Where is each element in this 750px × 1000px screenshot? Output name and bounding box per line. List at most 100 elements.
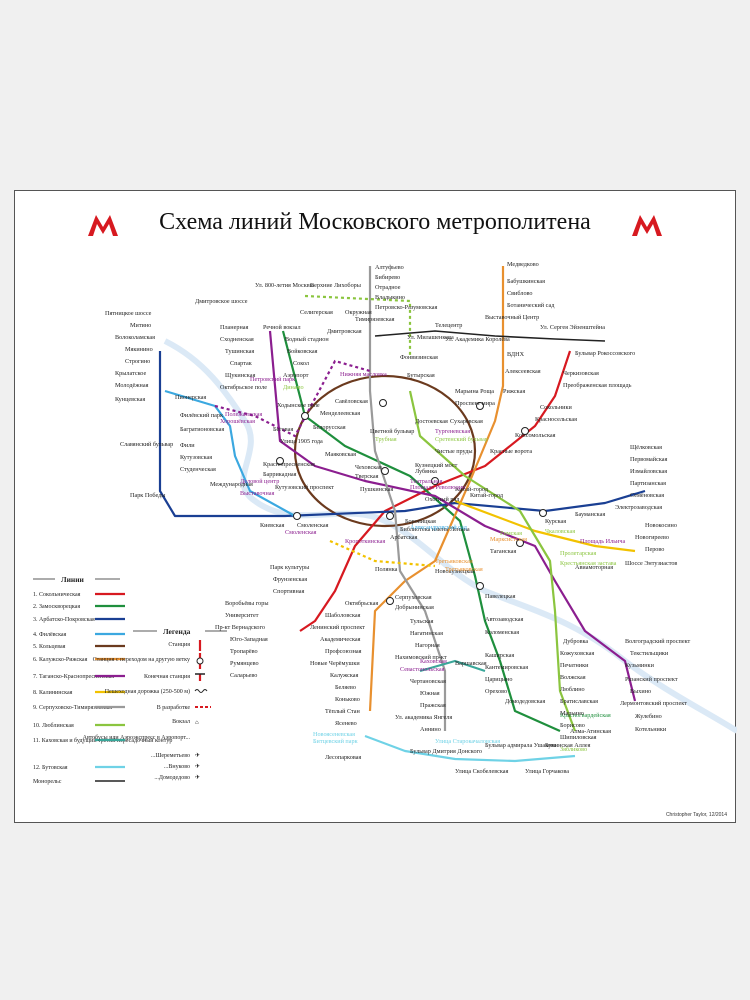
station-label: Александровский сад — [410, 524, 468, 531]
station-label: Марьина Роща — [455, 388, 494, 395]
station-label: Третьяковская — [445, 566, 483, 573]
station-label: Университет — [225, 612, 259, 619]
station-label: Зябликово — [560, 746, 587, 753]
station-label: Петровско-Разумовская — [375, 304, 437, 311]
station-label: Арбатская — [390, 534, 417, 541]
station-label: Румянцево — [230, 660, 259, 667]
station-label: Борисово — [560, 722, 585, 729]
station-label: Кутузовский проспект — [275, 484, 334, 491]
hub-lubyanka — [431, 477, 439, 485]
station-label: Первомайская — [630, 456, 667, 463]
station-label: Бунинская Аллея — [545, 742, 591, 749]
line-serpukhovsko — [368, 266, 447, 731]
line-kakhovskaya — [419, 659, 486, 673]
station-label: Фонвизинская — [400, 354, 438, 361]
station-label: Каширская — [485, 652, 514, 659]
station-label: Варшавская — [455, 660, 487, 667]
station-label: Цветной бульвар — [370, 428, 414, 435]
station-label: Перово — [645, 546, 664, 553]
station-label: Волоколамская — [115, 334, 155, 341]
station-label: Международная — [210, 481, 253, 488]
legend-symbol-rail-station: Вокзал — [172, 719, 190, 725]
station-label: Пушкинская — [360, 486, 393, 493]
station-label: Новоясеневская — [313, 731, 355, 738]
airplane-icon: ✈ — [195, 752, 200, 759]
station-label: Ясенево — [335, 720, 357, 727]
station-label: Китай-город — [455, 486, 489, 493]
station-label: Тульская — [410, 618, 434, 625]
legend-line-3: 3. Арбатско-Покровская — [33, 616, 95, 623]
line-lyublinskaya — [408, 390, 577, 732]
station-label: Кожуховская — [560, 650, 594, 657]
station-label: Бульвар Дмитрия Донского — [410, 748, 482, 755]
station-label: Динамо — [283, 384, 304, 391]
hub-prospekt-mira — [476, 402, 484, 410]
station-label: Ул. академика Янгеля — [395, 714, 452, 721]
legend-line-8: 8. Калининская — [33, 690, 73, 696]
station-label: Менделеевская — [320, 410, 360, 417]
station-label: Лесопарковая — [325, 754, 361, 761]
station-label: Речной вокзал — [263, 324, 301, 331]
station-label: Деловой центр — [240, 478, 279, 485]
station-label: Пражская — [420, 702, 446, 709]
station-label: Сухаревская — [450, 418, 483, 425]
station-label: Чертановская — [410, 678, 446, 685]
station-label: Достоевская — [415, 418, 448, 425]
station-label: Краснопресненская — [263, 461, 315, 468]
line-sokolnicheskaya — [299, 350, 572, 632]
hub-novoslobodskaya — [379, 399, 387, 407]
station-label: Выставочная — [240, 490, 275, 497]
station-label: Кантемировская — [485, 664, 528, 671]
station-label: ВДНХ — [507, 351, 525, 358]
station-label: Автозаводская — [485, 616, 523, 623]
station-label: Кутузовская — [180, 454, 212, 461]
station-label: Улица Скобелевская — [455, 768, 509, 775]
line-butovskaya — [364, 734, 576, 763]
station-label: Новогиреево — [635, 534, 669, 541]
line-monorail — [374, 330, 606, 342]
legend-symbol-domodedovo: ...Домодедово — [154, 775, 190, 781]
station-label: Петровский парк — [250, 376, 296, 383]
station-label: Марьино — [560, 710, 584, 717]
station-label: Ул. Милашенкова — [407, 334, 454, 341]
station-label: Театральная — [410, 478, 443, 485]
station-label: Коньково — [335, 696, 360, 703]
station-label: Новые Черёмушки — [310, 660, 360, 667]
station-label: Ул. Сергея Эйзенштейна — [540, 324, 605, 331]
station-label: Текстильщики — [630, 650, 669, 657]
station-label: Смоленская — [285, 529, 317, 536]
station-label: Багратионовская — [180, 426, 224, 433]
station-label: Семёновская — [630, 492, 664, 499]
station-label: Красносельская — [535, 416, 577, 423]
hub-taganskaya — [516, 539, 524, 547]
station-label: Войковская — [287, 348, 318, 355]
station-label: Ботанический сад — [507, 302, 555, 309]
station-label: Бульвар Рокоссовского — [575, 350, 635, 357]
legend-symbol-walkway: Пешеходная дорожка (250-500 м) — [105, 688, 190, 695]
legend-symbol-transfer: Станция с переходом на другую ветку — [93, 657, 190, 663]
station-label: Мякинино — [125, 346, 153, 353]
station-label: Китай-город — [470, 492, 504, 499]
station-label: Молодёжная — [115, 382, 149, 389]
station-label: Митино — [130, 322, 151, 329]
station-label: Рязанский проспект — [625, 676, 678, 683]
station-label: Савёловская — [335, 398, 368, 405]
station-label: Царицыно — [485, 676, 513, 683]
line-kaluzhsko — [368, 266, 505, 712]
station-label: Ул. 800-летия Москвы — [255, 282, 315, 289]
station-label: Авиамоторная — [575, 564, 613, 571]
legend-lines-header: Линии — [61, 575, 85, 584]
station-label: Нагатинская — [410, 630, 443, 637]
legend-symbol-station: Станция — [168, 642, 190, 648]
station-label: Добрынинская — [395, 604, 434, 611]
station-label: Каховская — [420, 658, 447, 665]
station-label: Нахимовский пр-кт — [395, 654, 447, 661]
station-label: Шаболовская — [325, 612, 361, 619]
station-label: Красные ворота — [490, 448, 532, 455]
station-label: Коломенская — [485, 629, 519, 636]
station-label: Улица Горчакова — [525, 768, 569, 775]
station-label: Юго-Западная — [230, 636, 268, 643]
legend-line-monorail: Монорельс — [33, 779, 62, 785]
rail-station-icon: ⌂ — [195, 720, 199, 726]
station-label: Новокосино — [645, 522, 677, 529]
